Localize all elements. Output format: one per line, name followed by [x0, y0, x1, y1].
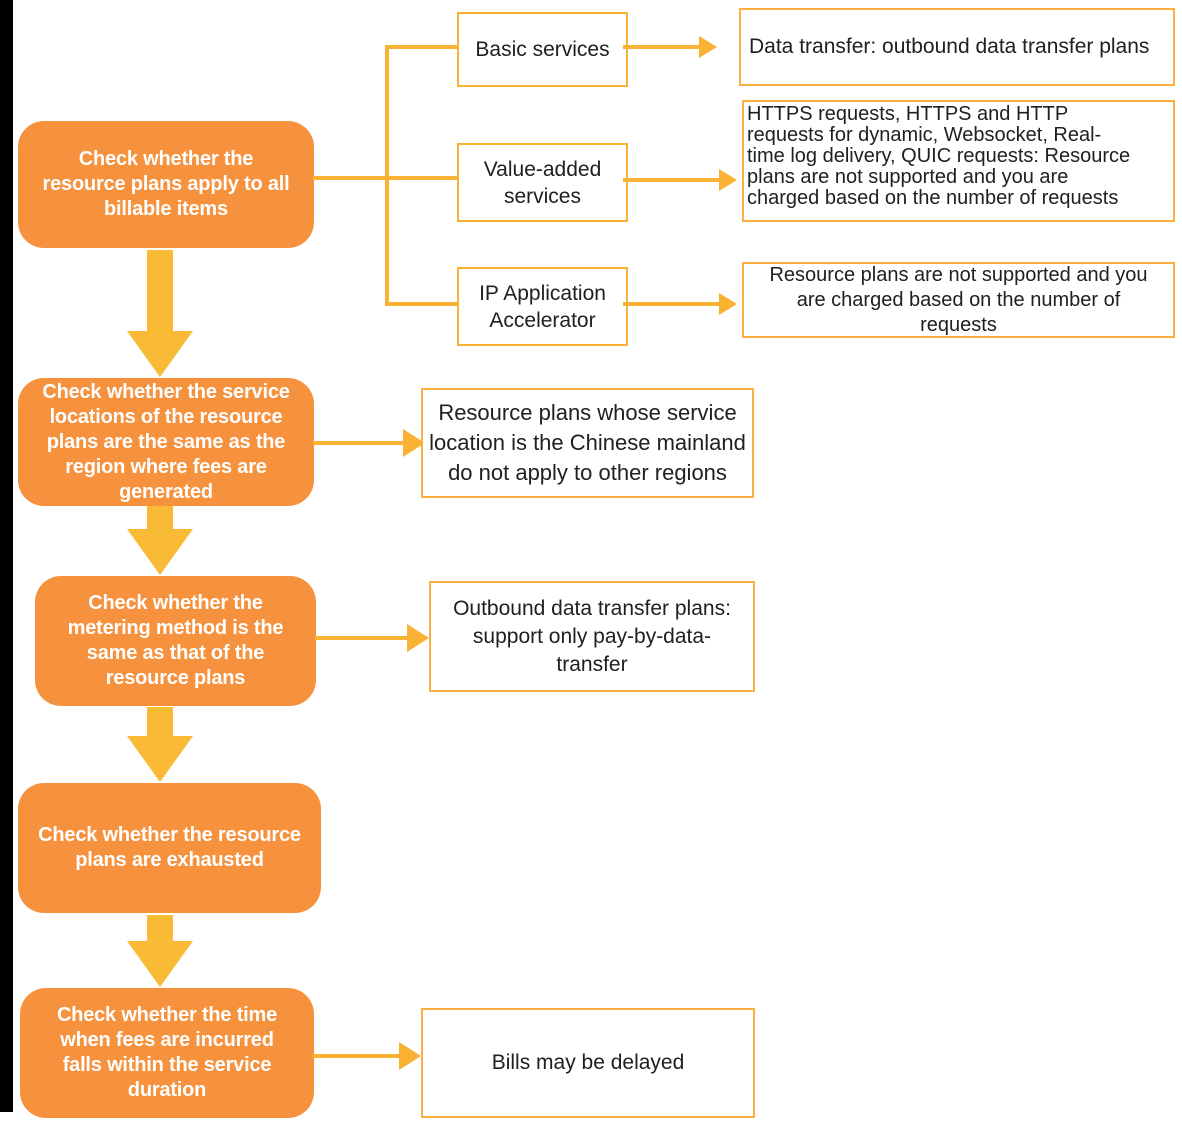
connector-branch-bottom [385, 302, 458, 306]
step-label: Check whether the service locations of t… [42, 380, 290, 503]
service-label: Basic services [475, 38, 610, 61]
arrow-head-icon [407, 624, 429, 652]
down-arrow-1 [127, 250, 193, 377]
right-arrow-basic [623, 36, 717, 58]
right-arrow-metering [315, 624, 429, 652]
right-arrow-value-added [623, 169, 737, 191]
step-label: Check whether the resource plans apply t… [42, 148, 290, 220]
arrow-head-icon [127, 331, 193, 377]
arrow-shaft [147, 707, 173, 736]
right-arrow-bills [313, 1042, 421, 1070]
step-label: Check whether the resource plans are exh… [38, 824, 301, 871]
result-text: Outbound data transfer plans: support on… [453, 596, 731, 676]
result-box-bills-delayed: Bills may be delayed [421, 1008, 755, 1118]
arrow-head-icon [403, 429, 425, 457]
arrow-head-icon [127, 529, 193, 575]
result-text: HTTPS requests, HTTPS and HTTP requests … [747, 103, 1131, 209]
arrow-head-icon [127, 736, 193, 782]
step-label: Check whether the time when fees are inc… [56, 1004, 278, 1101]
arrow-head-icon [127, 941, 193, 987]
result-text: Resource plans whose service location is… [429, 400, 746, 485]
connector-branch-vertical [385, 45, 389, 306]
down-arrow-4 [127, 915, 193, 987]
result-text: Bills may be delayed [491, 1051, 685, 1074]
connector-branch-top [385, 45, 458, 49]
step-box-service-location: Check whether the service locations of t… [18, 378, 314, 506]
arrow-head-icon [719, 293, 737, 315]
service-box-basic: Basic services [457, 12, 628, 87]
result-box-value-added-requests: HTTPS requests, HTTPS and HTTP requests … [742, 100, 1175, 222]
screen-edge-bar [0, 0, 13, 1112]
service-box-ip-accelerator: IP Application Accelerator [457, 267, 628, 346]
arrow-head-icon [699, 36, 717, 58]
step-box-plans-exhausted: Check whether the resource plans are exh… [18, 783, 321, 913]
arrow-shaft [147, 915, 173, 941]
right-arrow-ip-accelerator [623, 293, 737, 315]
down-arrow-3 [127, 707, 193, 782]
arrow-shaft [147, 506, 173, 529]
step-box-billable-items: Check whether the resource plans apply t… [18, 121, 314, 248]
step-box-service-duration: Check whether the time when fees are inc… [20, 988, 314, 1118]
result-box-pay-by-data-transfer: Outbound data transfer plans: support on… [429, 581, 755, 692]
service-label: IP Application Accelerator [479, 281, 606, 332]
result-text: Resource plans are not supported and you… [769, 263, 1148, 336]
result-text: Data transfer: outbound data transfer pl… [749, 35, 1150, 58]
arrow-shaft [623, 45, 699, 49]
arrow-head-icon [719, 169, 737, 191]
result-box-data-transfer: Data transfer: outbound data transfer pl… [739, 8, 1175, 86]
step-box-metering-method: Check whether the metering method is the… [35, 576, 316, 706]
step-label: Check whether the metering method is the… [67, 592, 284, 689]
result-box-chinese-mainland: Resource plans whose service location is… [421, 388, 754, 498]
arrow-shaft [147, 250, 173, 331]
down-arrow-2 [127, 506, 193, 575]
right-arrow-service-location [313, 429, 425, 457]
arrow-shaft [313, 1054, 399, 1058]
service-label: Value-added services [483, 157, 602, 208]
service-box-value-added: Value-added services [457, 143, 628, 222]
arrow-shaft [623, 302, 719, 306]
result-box-ip-requests: Resource plans are not supported and you… [742, 262, 1175, 338]
arrow-shaft [315, 636, 407, 640]
arrow-head-icon [399, 1042, 421, 1070]
arrow-shaft [313, 441, 403, 445]
arrow-shaft [623, 178, 719, 182]
